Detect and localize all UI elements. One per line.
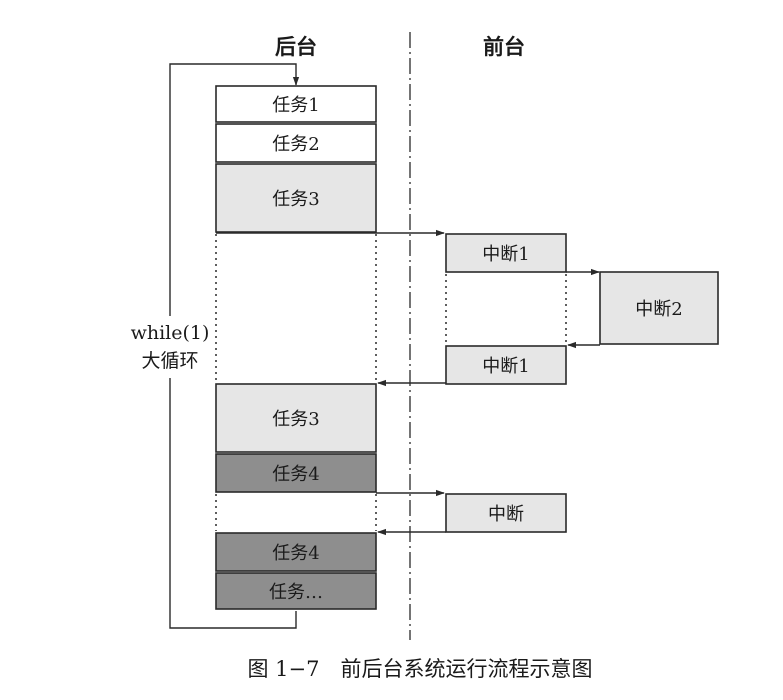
- task-box: [215, 572, 377, 610]
- interrupt-block: 中断1: [445, 233, 567, 273]
- interrupt-box: [445, 233, 567, 273]
- task-box: [215, 163, 377, 233]
- interrupt-label: 中断1: [482, 356, 529, 377]
- task-box: [215, 123, 377, 163]
- interrupt-box: [445, 493, 567, 533]
- task-label: 任务1: [272, 95, 319, 116]
- interrupt-label: 中断2: [635, 299, 682, 320]
- loop-label-line1: while(1): [131, 322, 210, 344]
- loop-label-bg: [122, 316, 218, 378]
- task-label: 任务3: [272, 409, 319, 430]
- figure-caption: 图 1−7 前后台系统运行流程示意图: [248, 657, 593, 681]
- foreground-header: 前台: [483, 34, 525, 59]
- task-block: 任务1: [215, 85, 377, 123]
- task-block: 任务3: [215, 383, 377, 453]
- interrupt-label: 中断: [488, 504, 524, 525]
- task-block: 任务…: [215, 572, 377, 610]
- task-label: 任务2: [272, 134, 319, 155]
- interrupt-block: 中断: [445, 493, 567, 533]
- interrupt-block: 中断2: [599, 271, 719, 345]
- task-block: 任务3: [215, 163, 377, 233]
- task-block: 任务2: [215, 123, 377, 163]
- task-block: 任务4: [215, 453, 377, 493]
- task-box: [215, 532, 377, 572]
- task-box: [215, 85, 377, 123]
- interrupt-box: [445, 345, 567, 385]
- loop-label-line2: 大循环: [141, 350, 198, 372]
- interrupt-block: 中断1: [445, 345, 567, 385]
- task-label: 任务3: [272, 189, 319, 210]
- task-label: 任务4: [272, 464, 319, 485]
- task-label: 任务…: [269, 582, 323, 603]
- interrupt-label: 中断1: [482, 244, 529, 265]
- background-header: 后台: [275, 34, 317, 59]
- task-box: [215, 383, 377, 453]
- task-box: [215, 453, 377, 493]
- interrupt-box: [599, 271, 719, 345]
- task-label: 任务4: [272, 543, 319, 564]
- task-block: 任务4: [215, 532, 377, 572]
